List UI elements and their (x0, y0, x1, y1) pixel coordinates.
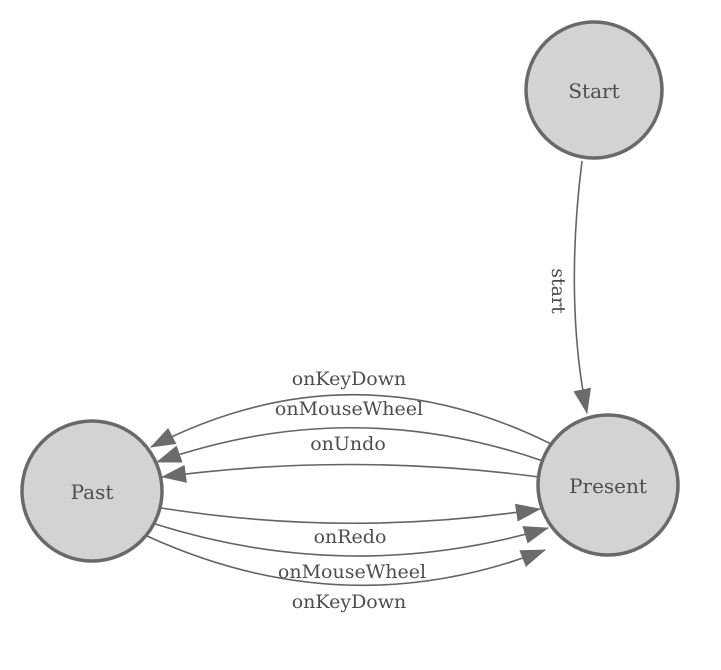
edge-label-onmousewheel-bottom: onMouseWheel (278, 561, 426, 583)
node-present-circle (536, 413, 680, 557)
edge-present-to-past-onkeydown (150, 393, 552, 448)
edge-label-onredo: onRedo (314, 526, 387, 548)
edge-present-to-past-onmousewheel (156, 427, 544, 463)
edge-past-to-present-onredo (160, 503, 541, 525)
edge-label-onundo: onUndo (310, 433, 386, 455)
node-present: Present (536, 413, 680, 557)
node-past-circle (20, 419, 164, 563)
edge-label-onmousewheel-top: onMouseWheel (275, 398, 423, 420)
edge-start-to-present (573, 160, 592, 414)
edge-past-to-present-onmousewheel (154, 523, 549, 557)
edge-label-onkeydown-top: onKeyDown (292, 368, 407, 390)
node-start-circle (524, 20, 664, 160)
node-start-label: Start (568, 79, 619, 103)
node-start: Start (524, 20, 664, 160)
edge-present-to-past-onundo (161, 463, 540, 483)
edge-label-onkeydown-bottom: onKeyDown (292, 591, 407, 613)
node-present-label: Present (569, 474, 647, 498)
edge-past-to-present-onkeydown (146, 535, 546, 587)
edge-label-start: start (547, 268, 569, 314)
node-past: Past (20, 419, 164, 563)
node-past-label: Past (71, 480, 114, 504)
